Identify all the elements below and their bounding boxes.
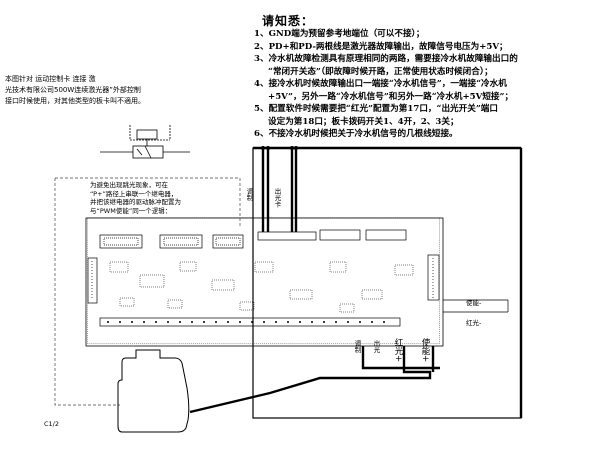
relay-note: 为避免出现跳光现象，可在 “P+”路径上串联一个继电器， 并把该继电器的驱动脉冲… [90,181,181,215]
label-red-minus: 红光- [466,319,482,327]
label-enable-plus: 使能+ [420,338,430,363]
note-item: “常闭开关态”（即故障时候开路，正常使用状态时候闭合）； [268,66,493,77]
connector-db9-2 [159,234,203,249]
intro-line: 光技术有限公司500W连续激光器”外部控制 [5,86,141,94]
corner-mark: C1/2 [44,420,59,428]
relay-note-line: 与“PWM使能”同一个逻辑： [90,206,172,215]
terminal-top [257,231,317,241]
relay-note-line: 为避免出现跳光现象，可在 [90,181,168,189]
intro-line: 接口时候使用，对其他类型的板卡叫不適用。 [5,97,145,105]
connector-right [427,254,440,301]
connector-db9-3 [212,234,244,249]
bold-wires [189,146,523,418]
control-board [85,217,444,347]
note-item: 设定为第18口；板卡拨码开关1、4开，2、3关； [268,116,459,127]
notes-list: 1、GND端为预留参考地端位（可以不接）； 2、PD+和PD-两根线是激光器故障… [254,28,599,141]
label-modulation: 调制 [245,188,253,201]
terminal-pins [107,321,385,323]
note-item: 3、冷水机故障检测具有原理相同的两路，需要接冷水机故障输出口的 [254,54,518,64]
note-item: 5、配置软件时候需要把“红光”配置为第17口，“出光开关”端口 [254,104,498,114]
relay-note-frame [54,177,241,406]
note-item: 6、不接冷水机时候把关于冷水机信号的几根线短接。 [254,129,458,139]
relay-note-line: 并把该继电器的驱动脉冲配置为 [90,198,181,206]
note-item: 2、PD+和PD-两根线是激光器故障输出，故障信号电压为+5V； [254,41,508,52]
note-item: 4、接冷水机时候故障输出口一端接“冷水机信号”，一端接“冷水机 [254,79,507,89]
note-item: 1、GND端为预留参考地端位（可以不接）； [254,29,425,39]
connector-db9-1 [99,234,143,249]
connector-left [87,257,98,304]
label-enable-minus: 使能- [466,299,482,307]
relay-note-line: “P+”路径上串联一个继电器， [90,189,178,198]
label-red-plus: 红光+ [393,338,403,363]
laser-device [117,349,190,433]
label-bottom-modulation: 调制 [353,340,361,353]
intro-text: 本图针对 运动控制卡 连接 激 光技术有限公司500W连续激光器”外部控制 接口… [5,74,180,107]
label-bottom-output: 出光 [372,340,380,353]
label-output-card: 出光卡 [273,188,281,208]
note-item: +5V”，另外一路“冷水机信号”和另外一路“冷水机+5V短接”； [268,91,514,102]
notes-title: 请知悉： [262,14,315,28]
relay-symbol [100,125,190,159]
intro-line: 本图针对 运动控制卡 连接 激 [5,75,96,83]
terminal-bottom [99,317,401,327]
